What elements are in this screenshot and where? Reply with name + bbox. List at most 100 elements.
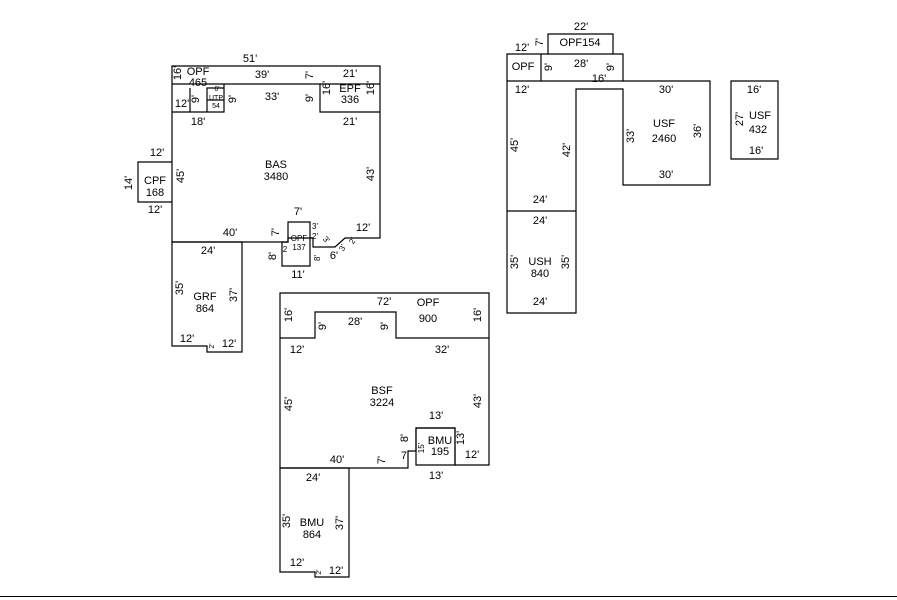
- dim-label: 45': [175, 169, 187, 183]
- dim-label: 9': [190, 95, 202, 103]
- bas-building: [137, 65, 381, 267]
- usf-side-outline: [730, 80, 779, 160]
- area-opf154-code: OPF154: [560, 37, 601, 49]
- area-opf-mid-code: OPF: [417, 297, 440, 309]
- area-usf-main-code: USF: [653, 118, 675, 130]
- dim-label: 12': [222, 338, 236, 350]
- dim-label: 42': [561, 143, 573, 157]
- dim-label: 2': [312, 232, 318, 241]
- dim-label: 12': [465, 449, 479, 461]
- dim-label: 30': [659, 169, 673, 181]
- opf-small-outline: [281, 221, 311, 267]
- dim-label: 12': [290, 344, 304, 356]
- area-opf-top-sqft: 465: [189, 77, 207, 89]
- dim-label: 24': [533, 296, 547, 308]
- dim-label: 2: [283, 245, 288, 254]
- dim-label: 43': [365, 167, 377, 181]
- dim-label: 3': [312, 222, 318, 231]
- dim-label: 12': [290, 557, 304, 569]
- area-bas-sqft: 3480: [264, 171, 288, 183]
- dim-label: 16': [747, 84, 761, 96]
- dim-label: 8': [267, 252, 279, 260]
- opf-mid-lower: [280, 311, 489, 339]
- bmu-large-outline: [279, 467, 350, 578]
- dim-label: 36': [692, 124, 704, 138]
- area-cpf-sqft: 168: [146, 187, 164, 199]
- grf-building: [171, 241, 243, 353]
- dim-label: 3': [321, 234, 332, 245]
- dim-label: 43': [472, 394, 484, 408]
- dim-label: 7': [294, 206, 302, 218]
- dim-label: 33': [625, 129, 637, 143]
- bottom-divider: [0, 596, 897, 597]
- dim-label: 9': [379, 322, 391, 330]
- dim-label: 40': [223, 227, 237, 239]
- dim-label: 39': [255, 69, 269, 81]
- dim-label: 28': [574, 58, 588, 70]
- bmu-large-building: [279, 467, 350, 578]
- grf-outline: [171, 241, 243, 353]
- area-bsf-sqft: 3224: [370, 397, 394, 409]
- area-usf-main-sqft: 2460: [652, 133, 676, 145]
- dim-label: 24': [533, 215, 547, 227]
- dim-label: 11': [291, 269, 305, 281]
- dim-label: 9': [304, 94, 316, 102]
- area-grf-sqft: 864: [196, 303, 214, 315]
- dim-label: 8': [399, 434, 411, 442]
- dim-label: 21': [343, 68, 357, 80]
- usf-side-building: [730, 80, 779, 160]
- dim-label: 16': [592, 73, 606, 85]
- dim-label: 27': [734, 112, 746, 126]
- dim-label: 16': [172, 66, 184, 80]
- dim-label: 16': [283, 308, 295, 322]
- bsf-building: [279, 292, 490, 469]
- dim-label: 30': [659, 84, 673, 96]
- dim-label: 8': [313, 255, 322, 261]
- dim-label: 37': [228, 288, 240, 302]
- dim-label: 72': [377, 296, 391, 308]
- dim-label: 24': [306, 472, 320, 484]
- epf-outline: [319, 84, 380, 113]
- dim-label: 12': [515, 84, 529, 96]
- bmu-small-outline: [415, 427, 456, 466]
- area-epf-code: EPF: [339, 83, 361, 95]
- area-opf-top-code: OPF: [187, 66, 210, 78]
- dim-label: 7': [376, 456, 388, 464]
- area-grf-code: GRF: [193, 291, 217, 303]
- area-opf-mid-sqft: 900: [419, 313, 437, 325]
- dim-label: 7': [304, 71, 316, 79]
- area-bas-code: BAS: [265, 159, 287, 171]
- dim-label: 28': [348, 316, 362, 328]
- utp-box: [206, 87, 224, 112]
- usf-outline: [506, 33, 711, 314]
- area-bmu-large-code: BMU: [300, 517, 325, 529]
- dim-label: 9': [543, 63, 555, 71]
- dim-label: 16': [321, 81, 333, 95]
- dim-label: 35': [509, 255, 521, 269]
- dim-label: 33': [265, 91, 279, 103]
- dim-label: 14': [123, 176, 135, 190]
- dim-label: 16': [365, 81, 377, 95]
- dim-label: 12': [148, 204, 162, 216]
- dim-label: 7': [401, 450, 409, 462]
- dim-label: 16': [472, 308, 484, 322]
- area-ush-sqft: 840: [531, 268, 549, 280]
- area-usf-side-sqft: 432: [749, 124, 767, 136]
- dim-label: 35': [560, 255, 572, 269]
- dim-label: 16': [749, 145, 763, 157]
- dim-label: 13': [429, 470, 443, 482]
- dim-label: 12': [180, 333, 194, 345]
- dim-label: 6': [214, 86, 219, 93]
- dim-label: 37': [334, 516, 346, 530]
- dim-label: 35': [174, 281, 186, 295]
- dim-label: 40': [330, 454, 344, 466]
- dim-label: 13': [455, 431, 467, 445]
- dim-label: 18': [191, 116, 205, 128]
- dim-label: 9': [317, 322, 329, 330]
- area-opf-corner-code: OPF: [512, 61, 535, 73]
- area-cpf-code: CPF: [144, 175, 166, 187]
- usf-building: [506, 33, 711, 314]
- area-opf-small-code: OPF: [291, 234, 308, 243]
- area-utp-code: UTP: [209, 95, 223, 102]
